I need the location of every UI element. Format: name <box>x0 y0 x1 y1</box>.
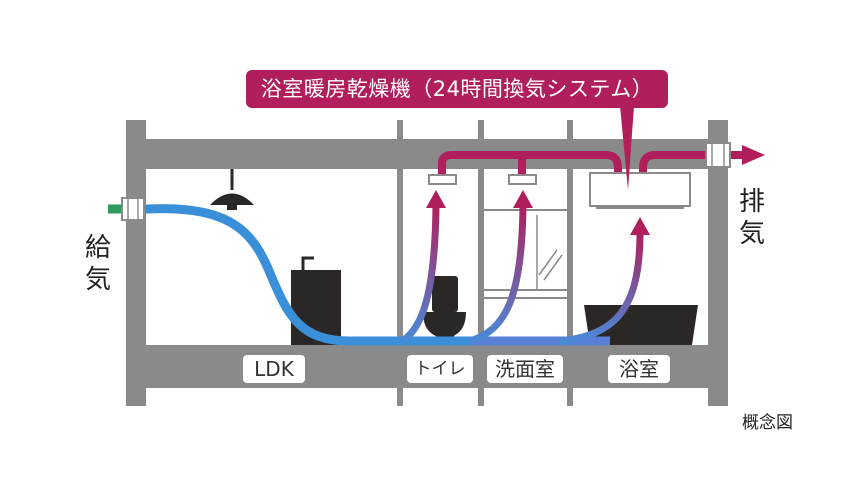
room-label-bathroom: 浴室 <box>608 355 670 383</box>
exhaust-duct <box>428 142 765 209</box>
exhaust-air-label: 排 気 <box>737 186 767 250</box>
pendant-lamp-icon <box>210 169 254 210</box>
washroom-exhaust-grille-icon <box>508 174 537 185</box>
exhaust-vent-grille-icon <box>705 142 731 168</box>
room-label-ldk: LDK <box>243 355 305 383</box>
outer-wall-left <box>126 120 146 406</box>
partition-toilet-wash <box>478 120 484 406</box>
toilet-exhaust-grille-icon <box>428 174 457 185</box>
partition-ldk-toilet <box>397 120 403 406</box>
exhaust-air-label-char-2: 気 <box>738 219 765 249</box>
supply-duct <box>108 197 610 346</box>
exhaust-air-label-char-1: 排 <box>738 187 765 217</box>
arrow-toilet-icon <box>426 190 446 208</box>
exhaust-duct-toilet-branch <box>438 151 622 185</box>
indoor-air-flows <box>400 190 650 345</box>
bathtub-icon <box>584 305 698 345</box>
supply-air-flow <box>130 204 470 346</box>
exhaust-arrow-icon <box>742 145 765 165</box>
supply-vent-grille-icon <box>121 197 145 221</box>
arrow-washroom-icon <box>513 190 533 208</box>
room-label-toilet: トイレ <box>407 355 473 383</box>
bathroom-heater-dryer-unit <box>589 172 691 209</box>
ceiling-slab <box>126 139 728 169</box>
air-flow-toilet <box>400 204 440 344</box>
partition-wash-bath <box>567 120 573 406</box>
exhaust-duct-outlet <box>639 151 745 185</box>
supply-air-label-char-2: 気 <box>84 265 111 295</box>
supply-air-label: 給 気 <box>83 232 113 296</box>
concept-diagram-note: 概念図 <box>742 413 793 433</box>
outer-wall-right <box>708 120 728 406</box>
room-label-washroom: 洗面室 <box>487 355 563 383</box>
system-callout-title: 浴室暖房乾燥機（24時間換気システム） <box>246 70 668 108</box>
air-flow-bathroom <box>559 231 644 345</box>
air-flow-washroom <box>468 204 527 345</box>
arrow-bathroom-icon <box>630 217 650 235</box>
supply-air-label-char-1: 給 <box>84 233 111 263</box>
callout-pointer <box>620 106 634 190</box>
